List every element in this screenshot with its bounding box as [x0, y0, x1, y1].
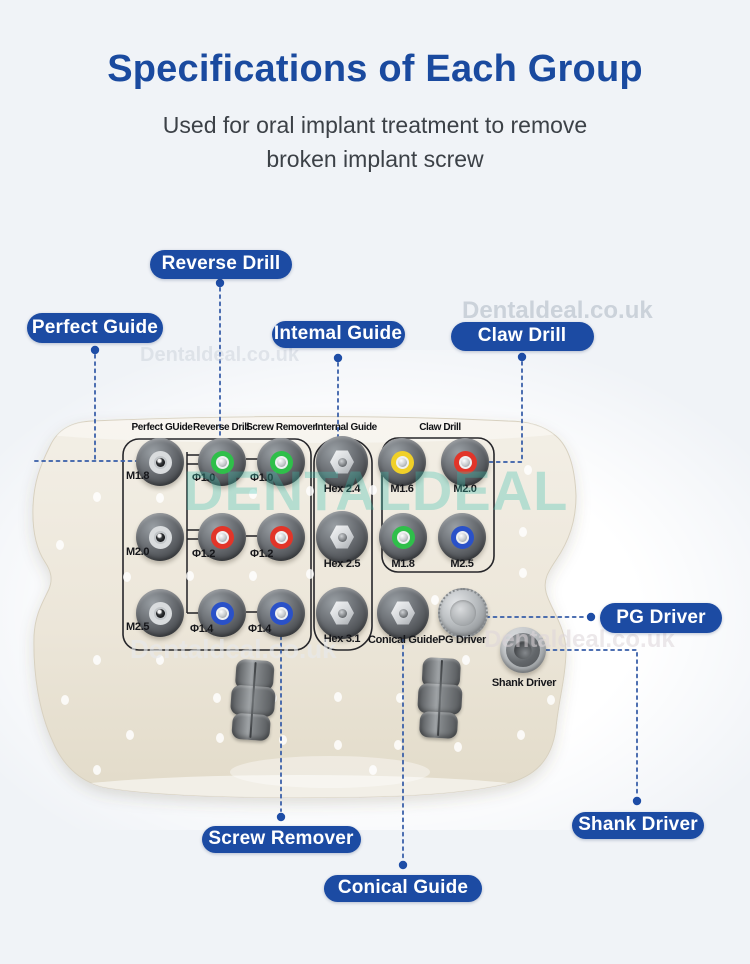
connector-dot [276, 812, 286, 822]
tool-green-10 [379, 513, 427, 561]
tool-label: M2.5 [450, 558, 474, 570]
connector-reverse-drill [215, 278, 225, 443]
case-column-header: Reverse Drill [193, 422, 249, 433]
tool-silver-12 [136, 589, 184, 637]
tool-hex-9 [316, 511, 368, 563]
color-ring-icon [148, 525, 172, 549]
connector-screw-remover [276, 621, 286, 822]
tool-label: M2.0 [453, 483, 477, 495]
tool-label: Conical Guide [367, 634, 439, 646]
connector-dot [398, 860, 408, 870]
subtitle-line-1: Used for oral implant treatment to remov… [162, 112, 588, 138]
tool-label: M1.6 [390, 483, 414, 495]
tool-silver-6 [136, 513, 184, 561]
callout-pill-internal-guide: Intemal Guide [271, 320, 405, 348]
callout-pill-perfect-guide: Perfect Guide [27, 313, 163, 343]
tool-label: Hex 2.5 [323, 558, 361, 570]
tool-label: Φ1.4 [248, 623, 272, 635]
connector-claw-drill [481, 352, 527, 463]
callout-pill-claw-drill: Claw Drill [450, 321, 594, 351]
group-outline-claw-drill [381, 437, 495, 573]
connector-dot [90, 345, 100, 355]
tool-label: Φ1.2 [250, 548, 274, 560]
color-ring-icon [148, 450, 172, 474]
tool-label: M2.5 [126, 621, 150, 633]
tool-hex-15 [316, 587, 368, 639]
page-title: Specifications of Each Group [107, 48, 643, 90]
callout-pill-screw-remover: Screw Remover [201, 825, 361, 853]
tool-label: M2.0 [126, 546, 150, 558]
case-column-header: Claw Drill [419, 422, 461, 433]
tool-label: Φ1.0 [250, 472, 274, 484]
color-ring-icon [450, 525, 474, 549]
hex-nut-icon [391, 601, 415, 625]
shank-driver-knob [500, 627, 546, 673]
callout-pill-pg-driver: PG Driver [600, 603, 722, 633]
color-ring-icon [269, 450, 293, 474]
callout-pill-conical-guide: Conical Guide [324, 874, 482, 902]
color-ring-icon [390, 450, 414, 474]
tool-label: M1.8 [126, 470, 150, 482]
case-column-header: Perfect GUide [131, 422, 193, 433]
tool-red-5 [441, 438, 489, 486]
color-ring-icon [391, 525, 415, 549]
connector-dot [586, 612, 596, 622]
tool-knob-17 [438, 588, 488, 638]
connector-perfect-guide [34, 345, 149, 462]
tool-silver-0 [136, 438, 184, 486]
color-ring-icon [453, 450, 477, 474]
tool-hex-16 [377, 587, 429, 639]
shank-driver-label: Shank Driver [491, 677, 557, 689]
tool-green-2 [257, 438, 305, 486]
tool-blue-13 [198, 589, 246, 637]
color-ring-icon [210, 450, 234, 474]
hex-nut-icon [330, 601, 354, 625]
case-column-header: Screw Remover [246, 422, 316, 433]
subtitle-line-2: broken implant screw [266, 146, 484, 172]
tool-hex-3 [316, 436, 368, 488]
hex-nut-icon [330, 450, 354, 474]
tool-label: Hex 3.1 [323, 633, 361, 645]
connector-pg-driver [471, 612, 596, 622]
connector-dot [632, 796, 642, 806]
connector-shank-driver [531, 649, 642, 806]
callout-pill-reverse-drill: Reverse Drill [150, 249, 292, 279]
color-ring-icon [269, 525, 293, 549]
case-clip-2 [417, 657, 463, 739]
connector-dot [517, 352, 527, 362]
connector-dot [333, 353, 343, 363]
connector-internal-guide [333, 353, 343, 445]
tool-blue-11 [438, 513, 486, 561]
tool-yellow-4 [378, 438, 426, 486]
tool-blue-14 [257, 589, 305, 637]
tool-red-8 [257, 513, 305, 561]
hex-nut-icon [330, 525, 354, 549]
tool-label: Hex 2.4 [323, 483, 361, 495]
color-ring-icon [210, 601, 234, 625]
shank-driver-socket-icon [506, 633, 540, 667]
connector-conical-guide [398, 623, 408, 870]
color-ring-icon [269, 601, 293, 625]
tool-green-1 [198, 438, 246, 486]
case-molding-highlights [32, 417, 570, 798]
tool-label: M1.8 [391, 558, 415, 570]
tool-label: PG Driver [437, 634, 487, 646]
connector-dot [215, 278, 225, 288]
tool-label: Φ1.4 [190, 623, 214, 635]
tool-label: Φ1.0 [192, 472, 216, 484]
tool-label: Φ1.2 [192, 548, 216, 560]
case-clip-1 [229, 658, 276, 742]
tool-red-7 [198, 513, 246, 561]
callout-pill-shank-driver: Shank Driver [572, 811, 704, 839]
color-ring-icon [148, 601, 172, 625]
case-column-header: Internal Guide [315, 422, 377, 433]
color-ring-icon [210, 525, 234, 549]
